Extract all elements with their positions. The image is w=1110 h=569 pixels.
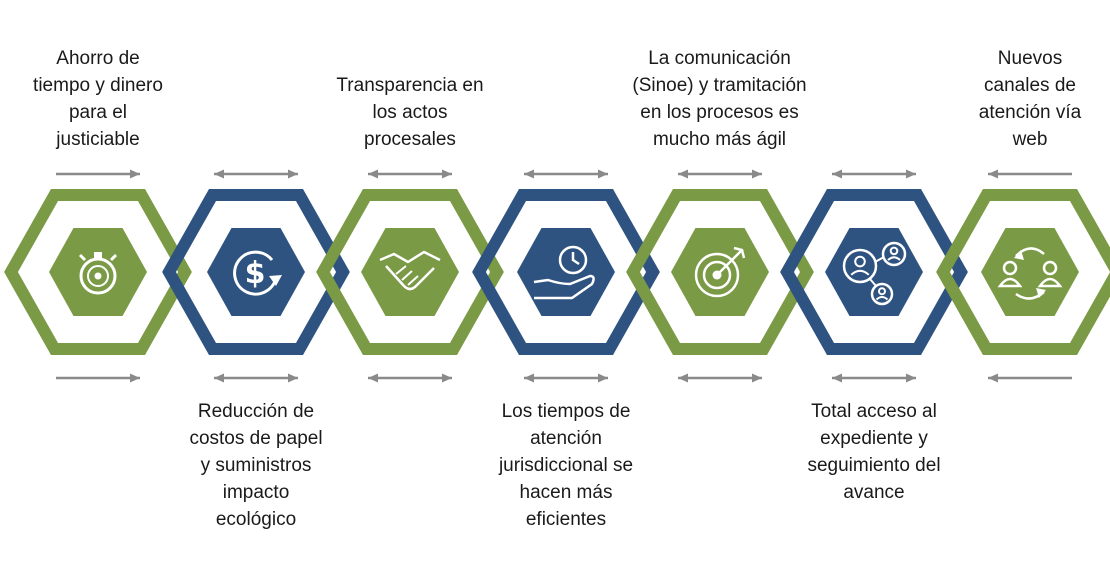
hexagon-ring-6 bbox=[780, 189, 968, 355]
arrow-top-7 bbox=[988, 169, 1072, 179]
step-label-3: Transparencia en los actos procesales bbox=[336, 75, 484, 150]
arrow-top-4 bbox=[524, 169, 608, 179]
arrow-bottom-6 bbox=[832, 373, 916, 383]
arrow-bottom-3 bbox=[368, 373, 452, 383]
dollar-cycle-icon: $ bbox=[233, 250, 282, 296]
hexagon-ring-1 bbox=[4, 189, 192, 355]
arrow-top-2 bbox=[214, 169, 298, 179]
step-label-2: Reducción de costos de papel y suministr… bbox=[189, 401, 323, 530]
hexagon-core-1 bbox=[49, 228, 147, 316]
hexagon-core-7 bbox=[981, 228, 1079, 316]
step-label-7: Nuevos canales de atención vía web bbox=[978, 48, 1082, 150]
hexagon-ring-2 bbox=[162, 189, 350, 355]
arrow-top-5 bbox=[678, 169, 762, 179]
arrow-top-3 bbox=[368, 169, 452, 179]
stopwatch-icon bbox=[78, 252, 118, 295]
arrow-top-1 bbox=[56, 169, 140, 179]
hexagon-ring-4 bbox=[472, 189, 660, 355]
arrow-bottom-7 bbox=[988, 373, 1072, 383]
arrow-bottom-1 bbox=[56, 373, 140, 383]
step-label-4: Los tiempos de atención jurisdiccional s… bbox=[498, 401, 634, 530]
hexagon-core-2 bbox=[207, 228, 305, 316]
handshake-icon bbox=[379, 250, 441, 291]
arrow-bottom-4 bbox=[524, 373, 608, 383]
hexagon-ring-3 bbox=[316, 189, 504, 355]
target-icon bbox=[694, 246, 746, 298]
step-label-5: La comunicación (Sinoe) y tramitación en… bbox=[632, 48, 807, 150]
arrow-bottom-5 bbox=[678, 373, 762, 383]
arrow-bottom-2 bbox=[214, 373, 298, 383]
arrow-top-6 bbox=[832, 169, 916, 179]
step-label-1: Ahorro de tiempo y dinero para el justic… bbox=[33, 48, 163, 150]
step-label-6: Total acceso al expediente y seguimiento… bbox=[807, 401, 941, 503]
hand-clock-icon bbox=[533, 245, 595, 300]
svg-text:$: $ bbox=[245, 256, 266, 291]
exchange-users-icon bbox=[997, 247, 1063, 300]
network-users-icon bbox=[842, 241, 907, 306]
hexagon-ring-5 bbox=[626, 189, 814, 355]
hexagon-ring-7 bbox=[936, 189, 1110, 355]
